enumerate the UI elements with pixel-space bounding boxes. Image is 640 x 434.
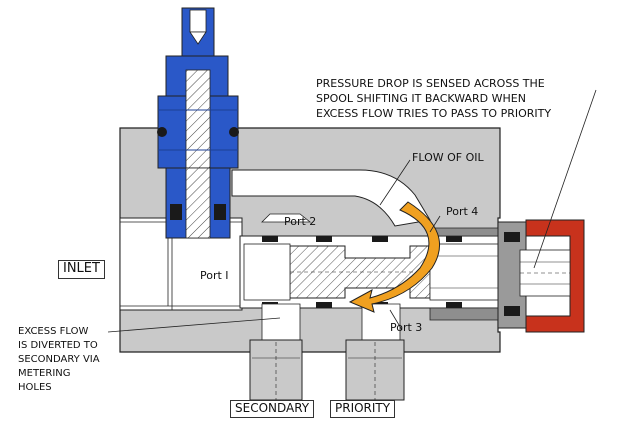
inlet-label: INLET [58, 260, 105, 279]
priority-label: PRIORITY [330, 400, 396, 418]
secondary-label: SECONDARY [230, 400, 315, 418]
secondary-port-fitting [249, 303, 303, 401]
port-2-label: Port 2 [284, 215, 317, 228]
flow-of-oil-label: FLOW OF OIL [412, 151, 484, 164]
excess-note-line-1: EXCESS FLOW [18, 326, 89, 337]
red-end-cap [519, 219, 585, 333]
port-4-label: Port 4 [446, 205, 479, 218]
pressure-note-line-3: EXCESS FLOW TRIES TO PASS TO PRIORITY [316, 107, 552, 120]
pressure-note-line-1: PRESSURE DROP IS SENSED ACROSS THE [316, 77, 545, 90]
port-1-label: Port I [200, 269, 229, 282]
spool-bore [239, 235, 499, 309]
curved-arrow-icon [348, 201, 440, 313]
port-3-label: Port 3 [390, 321, 423, 334]
excess-note-line-5: HOLES [18, 382, 52, 393]
spool-insert [429, 221, 527, 329]
excess-note-line-3: SECONDARY VIA [18, 354, 100, 365]
excess-note-line-4: METERING [18, 368, 71, 379]
blue-top-fitting [157, 7, 239, 239]
leader-lines [107, 89, 597, 333]
priority-port-fitting [345, 303, 405, 401]
excess-note-line-2: IS DIVERTED TO [18, 340, 98, 351]
pressure-note-line-2: SPOOL SHIFTING IT BACKWARD WHEN [316, 92, 526, 105]
